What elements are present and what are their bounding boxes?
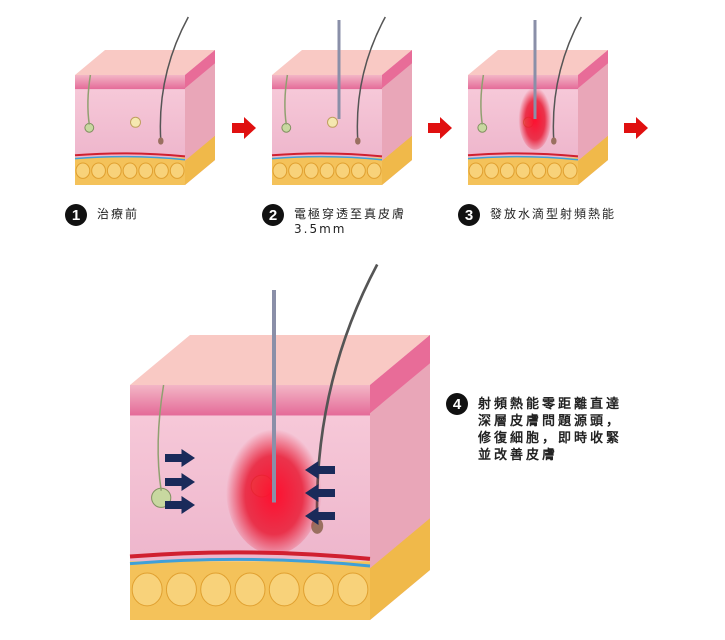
fat-cell xyxy=(288,162,303,179)
tightening-arrow-icon xyxy=(165,449,195,467)
tightening-arrow-icon xyxy=(305,461,335,479)
fat-cell xyxy=(268,572,300,607)
fat-cell xyxy=(531,162,547,179)
fat-cell xyxy=(351,162,366,179)
epidermis xyxy=(468,75,578,90)
step-3-label: 發放水滴型射頻熱能 xyxy=(490,207,617,221)
fat-cell xyxy=(138,162,154,179)
tightening-arrow-icon xyxy=(305,507,335,525)
skin-block-heat xyxy=(467,16,608,185)
skin-block-detail xyxy=(129,263,430,620)
vein xyxy=(74,155,186,161)
sweat-gland xyxy=(281,122,292,133)
skin-surface xyxy=(272,50,412,75)
step-4-label: 射頻熱能零距離直達深層皮膚問題源頭，修復細胞，即時收緊並改善皮膚 xyxy=(478,397,623,463)
fat-side xyxy=(578,135,608,185)
step-number-1: 1 xyxy=(65,204,87,226)
fat-cell xyxy=(484,162,499,179)
next-arrow-icon xyxy=(232,117,256,139)
artery xyxy=(129,550,371,561)
fat-cell xyxy=(165,572,197,607)
epidermis-side xyxy=(382,50,412,89)
sebaceous-gland xyxy=(327,116,338,128)
fat-cell xyxy=(562,162,578,179)
fat-cell xyxy=(106,162,122,179)
epidermis-side xyxy=(185,50,215,89)
step-3: 3 發放水滴型射頻熱能 xyxy=(458,204,616,226)
skin-surface xyxy=(75,50,215,75)
skin-block-needle xyxy=(271,16,412,185)
vein xyxy=(467,155,579,161)
tightening-arrow-icon xyxy=(165,496,195,514)
dermis xyxy=(75,89,185,158)
hair-follicle xyxy=(355,137,361,145)
fat-cell xyxy=(200,572,232,607)
step-number-2: 2 xyxy=(262,204,284,226)
fat-cell xyxy=(234,572,266,607)
dermis xyxy=(272,89,382,158)
hair xyxy=(159,16,189,142)
tightening-arrow-icon xyxy=(165,473,195,491)
epidermis xyxy=(130,385,370,416)
sweat-duct xyxy=(87,74,92,125)
fat-cell xyxy=(122,162,138,179)
next-arrow-icon xyxy=(624,117,648,139)
fat-cell xyxy=(319,162,335,179)
fat-cell xyxy=(154,162,169,179)
step-2-label: 電極穿透至真皮膚 xyxy=(294,207,407,221)
sweat-gland xyxy=(84,122,95,133)
fat-cell xyxy=(303,572,335,607)
step-1: 1 治療前 xyxy=(65,204,139,226)
fat-side xyxy=(370,518,430,620)
fat-cell xyxy=(515,162,531,179)
fat-cell xyxy=(272,162,288,179)
hair-follicle xyxy=(551,137,557,145)
fat-cell xyxy=(131,572,163,607)
epidermis-side xyxy=(578,50,608,89)
artery xyxy=(74,152,186,158)
fat-side xyxy=(185,135,215,185)
step-1-label: 治療前 xyxy=(97,207,140,221)
skin-surface xyxy=(468,50,608,75)
fat-cell xyxy=(468,162,484,179)
artery xyxy=(467,152,579,158)
fat-cell xyxy=(366,162,382,179)
sweat-gland xyxy=(477,122,488,133)
step-number-3: 3 xyxy=(458,204,480,226)
artery xyxy=(271,152,383,158)
fat-cell xyxy=(337,572,369,607)
sweat-duct xyxy=(157,384,165,491)
hair-follicle xyxy=(158,137,164,145)
step-4: 4 射頻熱能零距離直達深層皮膚問題源頭，修復細胞，即時收緊並改善皮膚 xyxy=(446,393,628,464)
step-number-4: 4 xyxy=(446,393,468,415)
epidermis xyxy=(75,75,185,90)
tightening-arrow-icon xyxy=(305,484,335,502)
skin-block-before xyxy=(74,16,215,185)
epidermis xyxy=(272,75,382,90)
epidermis-side xyxy=(370,335,430,414)
fat-cell xyxy=(547,162,562,179)
vein xyxy=(129,557,371,568)
sweat-duct xyxy=(480,74,485,125)
fat-cell xyxy=(499,162,515,179)
sweat-duct xyxy=(284,74,289,125)
hair xyxy=(356,16,386,142)
fat-cell xyxy=(303,162,319,179)
fat-cell xyxy=(335,162,351,179)
fat-cell xyxy=(75,162,91,179)
vein xyxy=(271,155,383,161)
fat-side xyxy=(382,135,412,185)
fat-cell xyxy=(169,162,185,179)
fat-cell xyxy=(91,162,106,179)
step-2-depth: 3.5mm xyxy=(294,222,347,236)
skin-surface xyxy=(130,335,430,385)
hair xyxy=(552,16,582,142)
next-arrow-icon xyxy=(428,117,452,139)
sebaceous-gland xyxy=(130,116,141,128)
